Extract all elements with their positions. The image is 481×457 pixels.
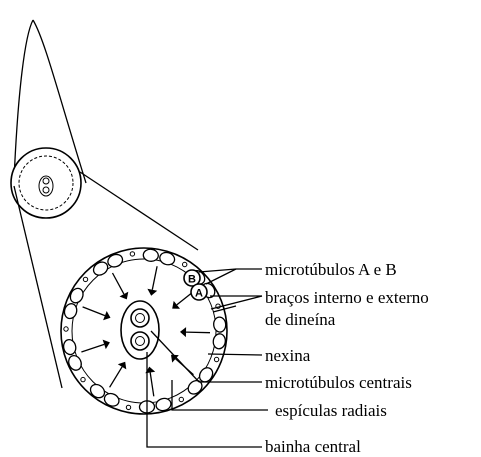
label-radial-spokes: espículas radiais — [275, 401, 387, 420]
label-nexin: nexina — [265, 346, 311, 365]
tubule-b-letter: B — [188, 274, 196, 286]
label-central-sheath: bainha central — [265, 437, 361, 456]
central-microtubule-top — [131, 309, 149, 327]
tubule-a-letter: A — [195, 288, 203, 300]
central-microtubule-bottom — [131, 332, 149, 350]
label-central-microtubules: microtúbulos centrais — [265, 373, 412, 392]
small-cross-section — [11, 148, 81, 218]
projection-line-right — [80, 172, 198, 250]
label-dynein-arms-line1: braços interno e externo — [265, 288, 429, 307]
label-microtubules-a-b: microtúbulos A e B — [265, 260, 397, 279]
label-dynein-arms-line2: de dineína — [265, 310, 336, 329]
large-cross-section: B A — [61, 248, 227, 414]
